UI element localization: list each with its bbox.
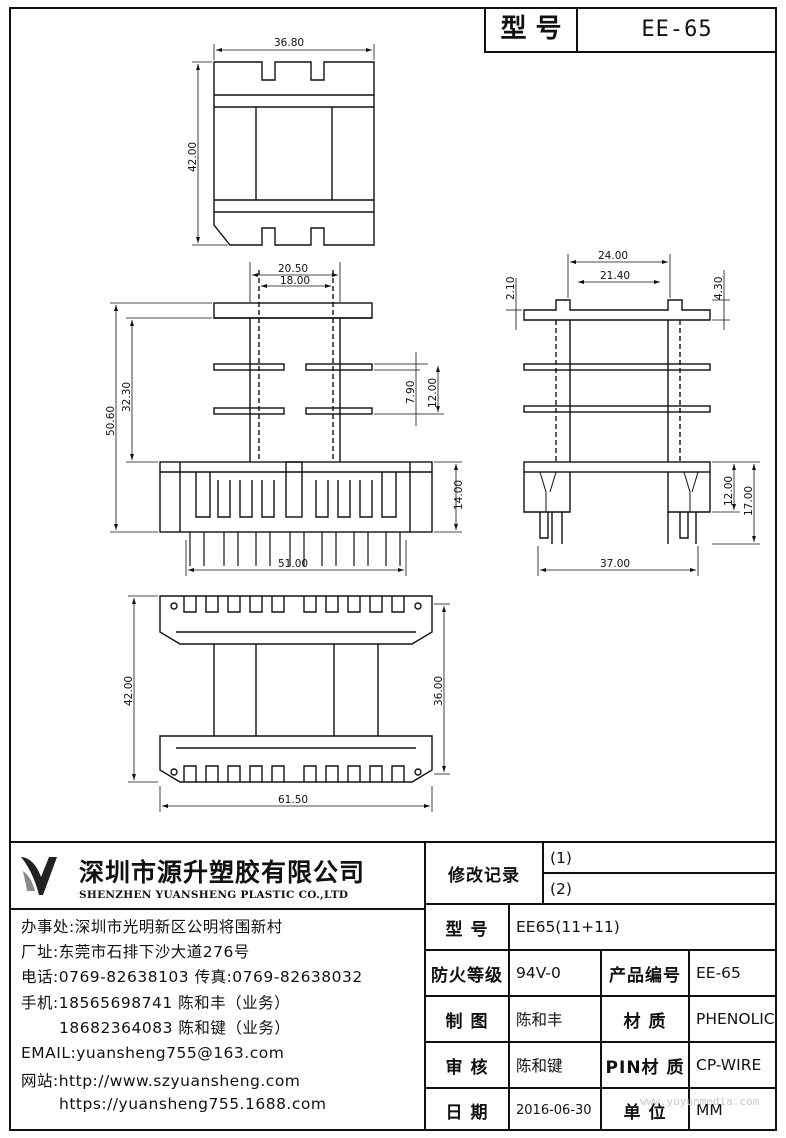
unit-value: MM: [690, 1087, 777, 1131]
top-view: [192, 44, 375, 246]
material-value: PHENOLIC: [690, 995, 777, 1041]
website-2: https://yuansheng755.1688.com: [59, 1095, 327, 1113]
email: EMAIL:yuansheng755@163.com: [21, 1044, 285, 1062]
spec-grid: 修改记录 (1) (2) 型 号 EE65(11+11) 防火等级 94V-0 …: [426, 841, 777, 1131]
drafter-label: 制 图: [426, 995, 510, 1041]
model-title-label: 型 号: [486, 8, 578, 51]
company-name-en: SHENZHEN YUANSHENG PLASTIC CO.,LTD: [79, 889, 349, 901]
office-address: 办事处:深圳市光明新区公明将围新村: [21, 918, 283, 936]
mobile-1: 手机:18565698741 陈和丰（业务）: [21, 994, 291, 1012]
model-label: 型 号: [426, 903, 510, 949]
company-logo-icon: [21, 857, 57, 895]
date-value: 2016-06-30: [510, 1087, 602, 1131]
revision-row-1: (1): [544, 841, 777, 872]
product-code-value: EE-65: [690, 949, 777, 995]
dim-front-1800: 18.00: [280, 275, 310, 287]
date-label: 日 期: [426, 1087, 510, 1131]
drafter-value: 陈和丰: [510, 995, 602, 1041]
side-view: [506, 254, 760, 576]
fire-rating-label: 防火等级: [426, 949, 510, 995]
company-divider: [9, 908, 424, 910]
watermark: www.yuyunmedia.com: [640, 1095, 760, 1108]
pin-material-label: PIN材 质: [602, 1041, 690, 1087]
reviewer-value: 陈和键: [510, 1041, 602, 1087]
unit-label: 单 位: [602, 1087, 690, 1131]
website-1: 网站:http://www.szyuansheng.com: [21, 1072, 301, 1090]
dim-side-1700: 17.00: [743, 486, 755, 516]
company-name-cn: 深圳市源升塑胶有限公司: [79, 858, 366, 887]
model-title-value: EE-65: [641, 17, 713, 42]
dim-front-1200: 12.00: [427, 378, 439, 408]
factory-address: 厂址:东莞市石排下沙大道276号: [21, 943, 250, 961]
dim-front-2050: 20.50: [278, 263, 308, 275]
material-label: 材 质: [602, 995, 690, 1041]
company-info: 深圳市源升塑胶有限公司 SHENZHEN YUANSHENG PLASTIC C…: [9, 841, 426, 1131]
title-block: 深圳市源升塑胶有限公司 SHENZHEN YUANSHENG PLASTIC C…: [9, 841, 777, 1131]
dim-side-2400: 24.00: [598, 250, 628, 262]
revision-label: 修改记录: [426, 841, 544, 903]
dim-front-5060: 50.60: [105, 406, 117, 436]
model-value: EE65(11+11): [510, 903, 777, 949]
fire-rating-value: 94V-0: [510, 949, 602, 995]
product-code-label: 产品编号: [602, 949, 690, 995]
dim-side-210: 2.10: [505, 277, 517, 300]
technical-drawing: 36.80 42.00: [105, 37, 760, 812]
dim-front-1400: 14.00: [453, 480, 465, 510]
revision-row-2: (2): [544, 872, 777, 903]
phone-fax: 电话:0769-82638103 传真:0769-82638032: [21, 968, 363, 986]
dim-bottom-3600: 36.00: [433, 676, 445, 706]
dim-bottom-4200: 42.00: [123, 676, 135, 706]
bottom-view: [128, 595, 450, 812]
front-view: [110, 262, 462, 576]
drawing-frame: [9, 7, 777, 1131]
dim-bottom-6150: 61.50: [278, 794, 308, 806]
dim-side-3700: 37.00: [600, 558, 630, 570]
dim-side-430: 4.30: [713, 277, 725, 300]
model-title-box: 型 号 EE-65: [484, 8, 776, 53]
dim-top-width: 36.80: [274, 37, 304, 49]
dim-front-3230: 32.30: [121, 382, 133, 412]
mobile-2: 18682364083 陈和键（业务）: [59, 1019, 291, 1037]
dim-front-5100: 51.00: [278, 558, 308, 570]
reviewer-label: 审 核: [426, 1041, 510, 1087]
dim-front-790: 7.90: [405, 381, 417, 404]
dim-top-height: 42.00: [187, 142, 199, 172]
dim-side-1200: 12.00: [723, 476, 735, 506]
pin-material-value: CP-WIRE: [690, 1041, 777, 1087]
dim-side-2140: 21.40: [600, 270, 630, 282]
